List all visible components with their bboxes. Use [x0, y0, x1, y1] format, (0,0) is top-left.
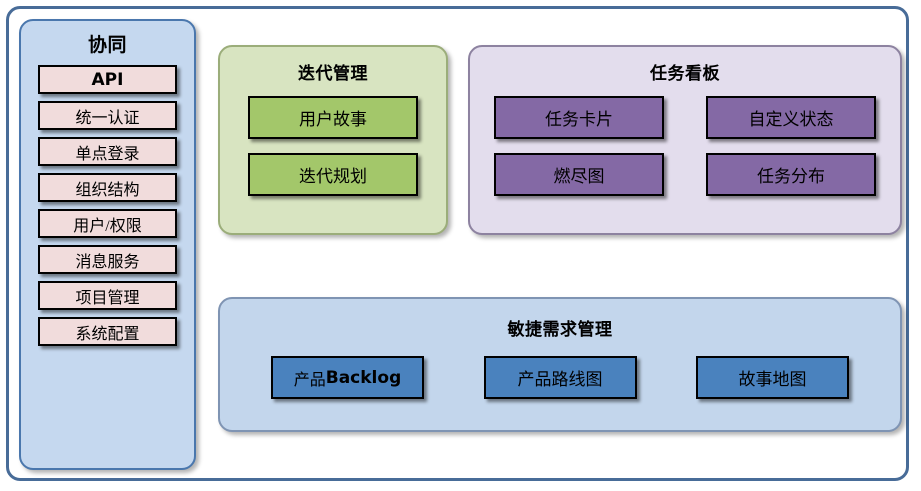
iteration-item-sprint-planning[interactable]: 迭代规划 — [248, 153, 418, 196]
sidebar-item-system-config[interactable]: 系统配置 — [38, 317, 177, 346]
panel-iteration-title: 迭代管理 — [298, 64, 368, 84]
agile-item-product-backlog-latin: Backlog — [325, 367, 402, 388]
sidebar-item-message-service[interactable]: 消息服务 — [38, 245, 177, 274]
sidebar-item-single-sign-on[interactable]: 单点登录 — [38, 137, 177, 166]
sidebar-item-org-structure[interactable]: 组织结构 — [38, 173, 177, 202]
panel-collaboration[interactable]: 协同 API 统一认证 单点登录 组织结构 用户/权限 消息服务 项目管理 系统… — [19, 19, 196, 470]
iteration-item-user-story[interactable]: 用户故事 — [248, 96, 418, 139]
agile-item-story-map[interactable]: 故事地图 — [696, 356, 849, 399]
task-item-burndown-chart[interactable]: 燃尽图 — [494, 153, 664, 196]
agile-item-product-backlog-cjk: 产品 — [293, 371, 326, 389]
sidebar-item-user-permission[interactable]: 用户/权限 — [38, 209, 177, 238]
sidebar-item-unified-auth[interactable]: 统一认证 — [38, 101, 177, 130]
iteration-item-list: 用户故事 迭代规划 — [220, 96, 446, 196]
agile-item-product-roadmap[interactable]: 产品路线图 — [483, 356, 637, 399]
panel-task-board[interactable]: 任务看板 任务卡片 自定义状态 燃尽图 任务分布 — [468, 45, 902, 235]
task-item-task-distribution[interactable]: 任务分布 — [706, 153, 876, 196]
task-board-item-grid: 任务卡片 自定义状态 燃尽图 任务分布 — [470, 96, 900, 196]
panel-task-board-title: 任务看板 — [650, 64, 720, 84]
panel-collaboration-title: 协同 — [87, 34, 127, 56]
panel-iteration-management[interactable]: 迭代管理 用户故事 迭代规划 — [218, 45, 448, 235]
task-item-task-card[interactable]: 任务卡片 — [494, 96, 664, 139]
task-item-custom-status[interactable]: 自定义状态 — [706, 96, 876, 139]
panel-agile-title: 敏捷需求管理 — [507, 320, 613, 340]
sidebar-item-api[interactable]: API — [38, 65, 177, 94]
collaboration-item-list: API 统一认证 单点登录 组织结构 用户/权限 消息服务 项目管理 系统配置 — [21, 65, 194, 346]
sidebar-item-project-management[interactable]: 项目管理 — [38, 281, 177, 310]
